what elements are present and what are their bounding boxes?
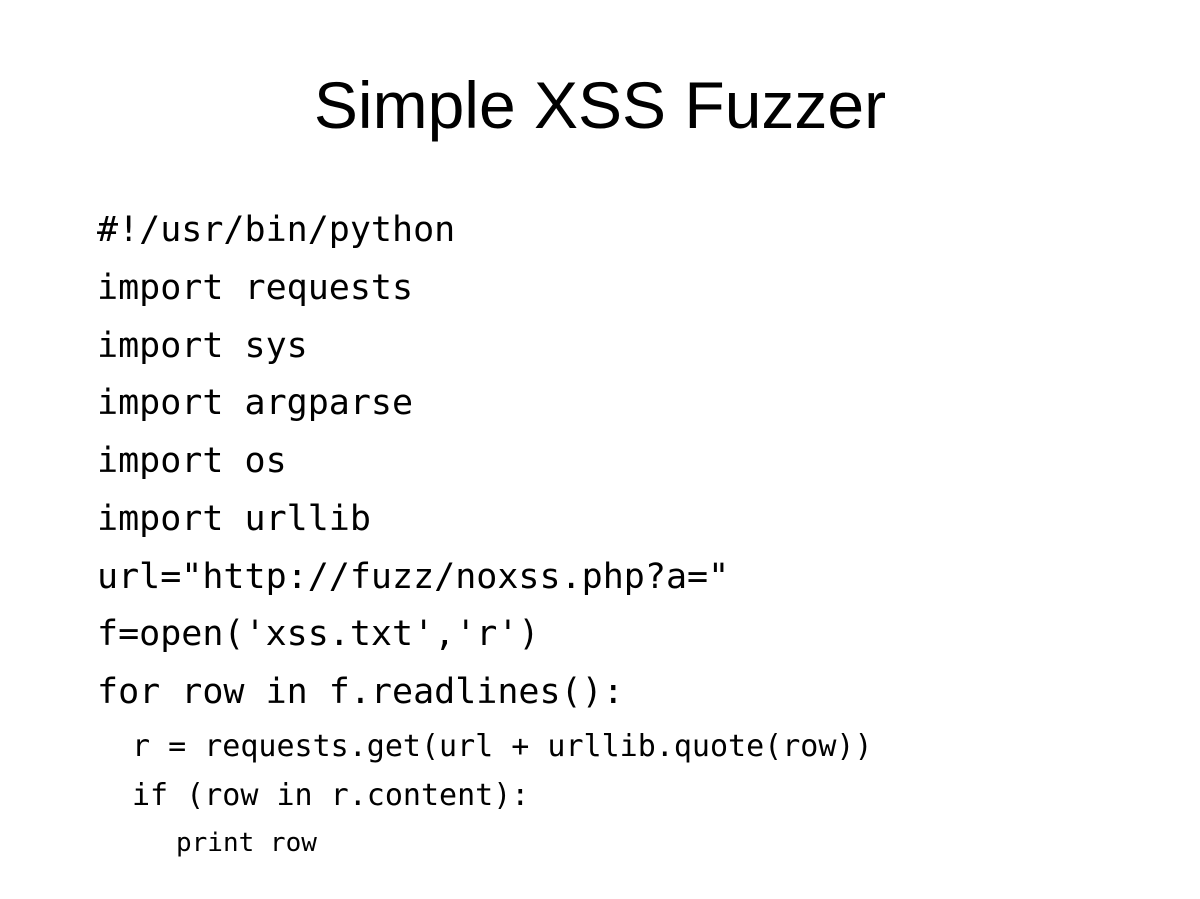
code-line-import-argparse: import argparse — [97, 383, 414, 424]
code-line-import-os: import os — [97, 441, 287, 481]
code-line-print-row: print row — [176, 827, 317, 858]
code-line-url-assign: url="http://fuzz/noxss.php?a=" — [97, 556, 730, 597]
code-line-if-check: if (row in r.content): — [132, 777, 530, 813]
code-line-open-file: f=open('xss.txt','r') — [97, 614, 540, 655]
code-line-import-requests: import requests — [97, 267, 414, 308]
code-line-import-sys: import sys — [97, 325, 308, 366]
code-block: #!/usr/bin/python import requests import… — [0, 202, 1200, 867]
code-line-import-urllib: import urllib — [97, 498, 371, 539]
code-line-for-loop: for row in f.readlines(): — [97, 672, 624, 712]
slide-title: Simple XSS Fuzzer — [313, 68, 887, 142]
code-line-shebang: #!/usr/bin/python — [97, 210, 456, 250]
code-line-request-get: r = requests.get(url + urllib.quote(row)… — [132, 728, 873, 764]
